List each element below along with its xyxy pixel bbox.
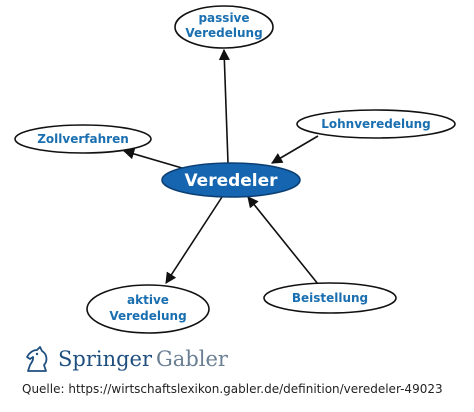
source-prefix: Quelle:	[22, 382, 65, 396]
center-label: Veredeler	[184, 171, 278, 191]
edge-to-zoll	[122, 148, 183, 169]
logo-secondary-text: Gabler	[156, 347, 228, 371]
node-aktive-veredelung[interactable]: aktive Veredelung	[86, 284, 210, 334]
source-line: Quelle: https://wirtschaftslexikon.gable…	[22, 382, 443, 396]
node-passive-label-line2: Veredelung	[185, 26, 262, 40]
node-beistellung-label: Beistellung	[292, 291, 368, 305]
edge-from-lohn	[271, 135, 319, 164]
edge-from-beistellung	[247, 196, 319, 285]
node-lohnveredelung[interactable]: Lohnveredelung	[296, 109, 456, 139]
node-aktive-label-line2: Veredelung	[109, 309, 186, 323]
node-zoll-label: Zollverfahren	[37, 132, 129, 146]
node-aktive-label-line1: aktive	[127, 293, 169, 307]
node-beistellung[interactable]: Beistellung	[263, 282, 397, 314]
node-lohn-label: Lohnveredelung	[321, 117, 431, 131]
edge-to-aktive	[165, 196, 223, 284]
source-link[interactable]: https://wirtschaftslexikon.gabler.de/def…	[68, 382, 443, 396]
node-veredeler-center[interactable]: Veredeler	[161, 162, 301, 198]
node-zollverfahren[interactable]: Zollverfahren	[14, 124, 152, 154]
node-passive-label-line1: passive	[198, 11, 249, 25]
logo-primary-text: Springer	[58, 347, 153, 371]
concept-map: passive Veredelung Lohnveredelung Zollve…	[14, 5, 456, 334]
node-passive-veredelung[interactable]: passive Veredelung	[174, 5, 274, 49]
edge-to-passive	[218, 48, 230, 164]
chess-knight-icon	[26, 346, 48, 372]
